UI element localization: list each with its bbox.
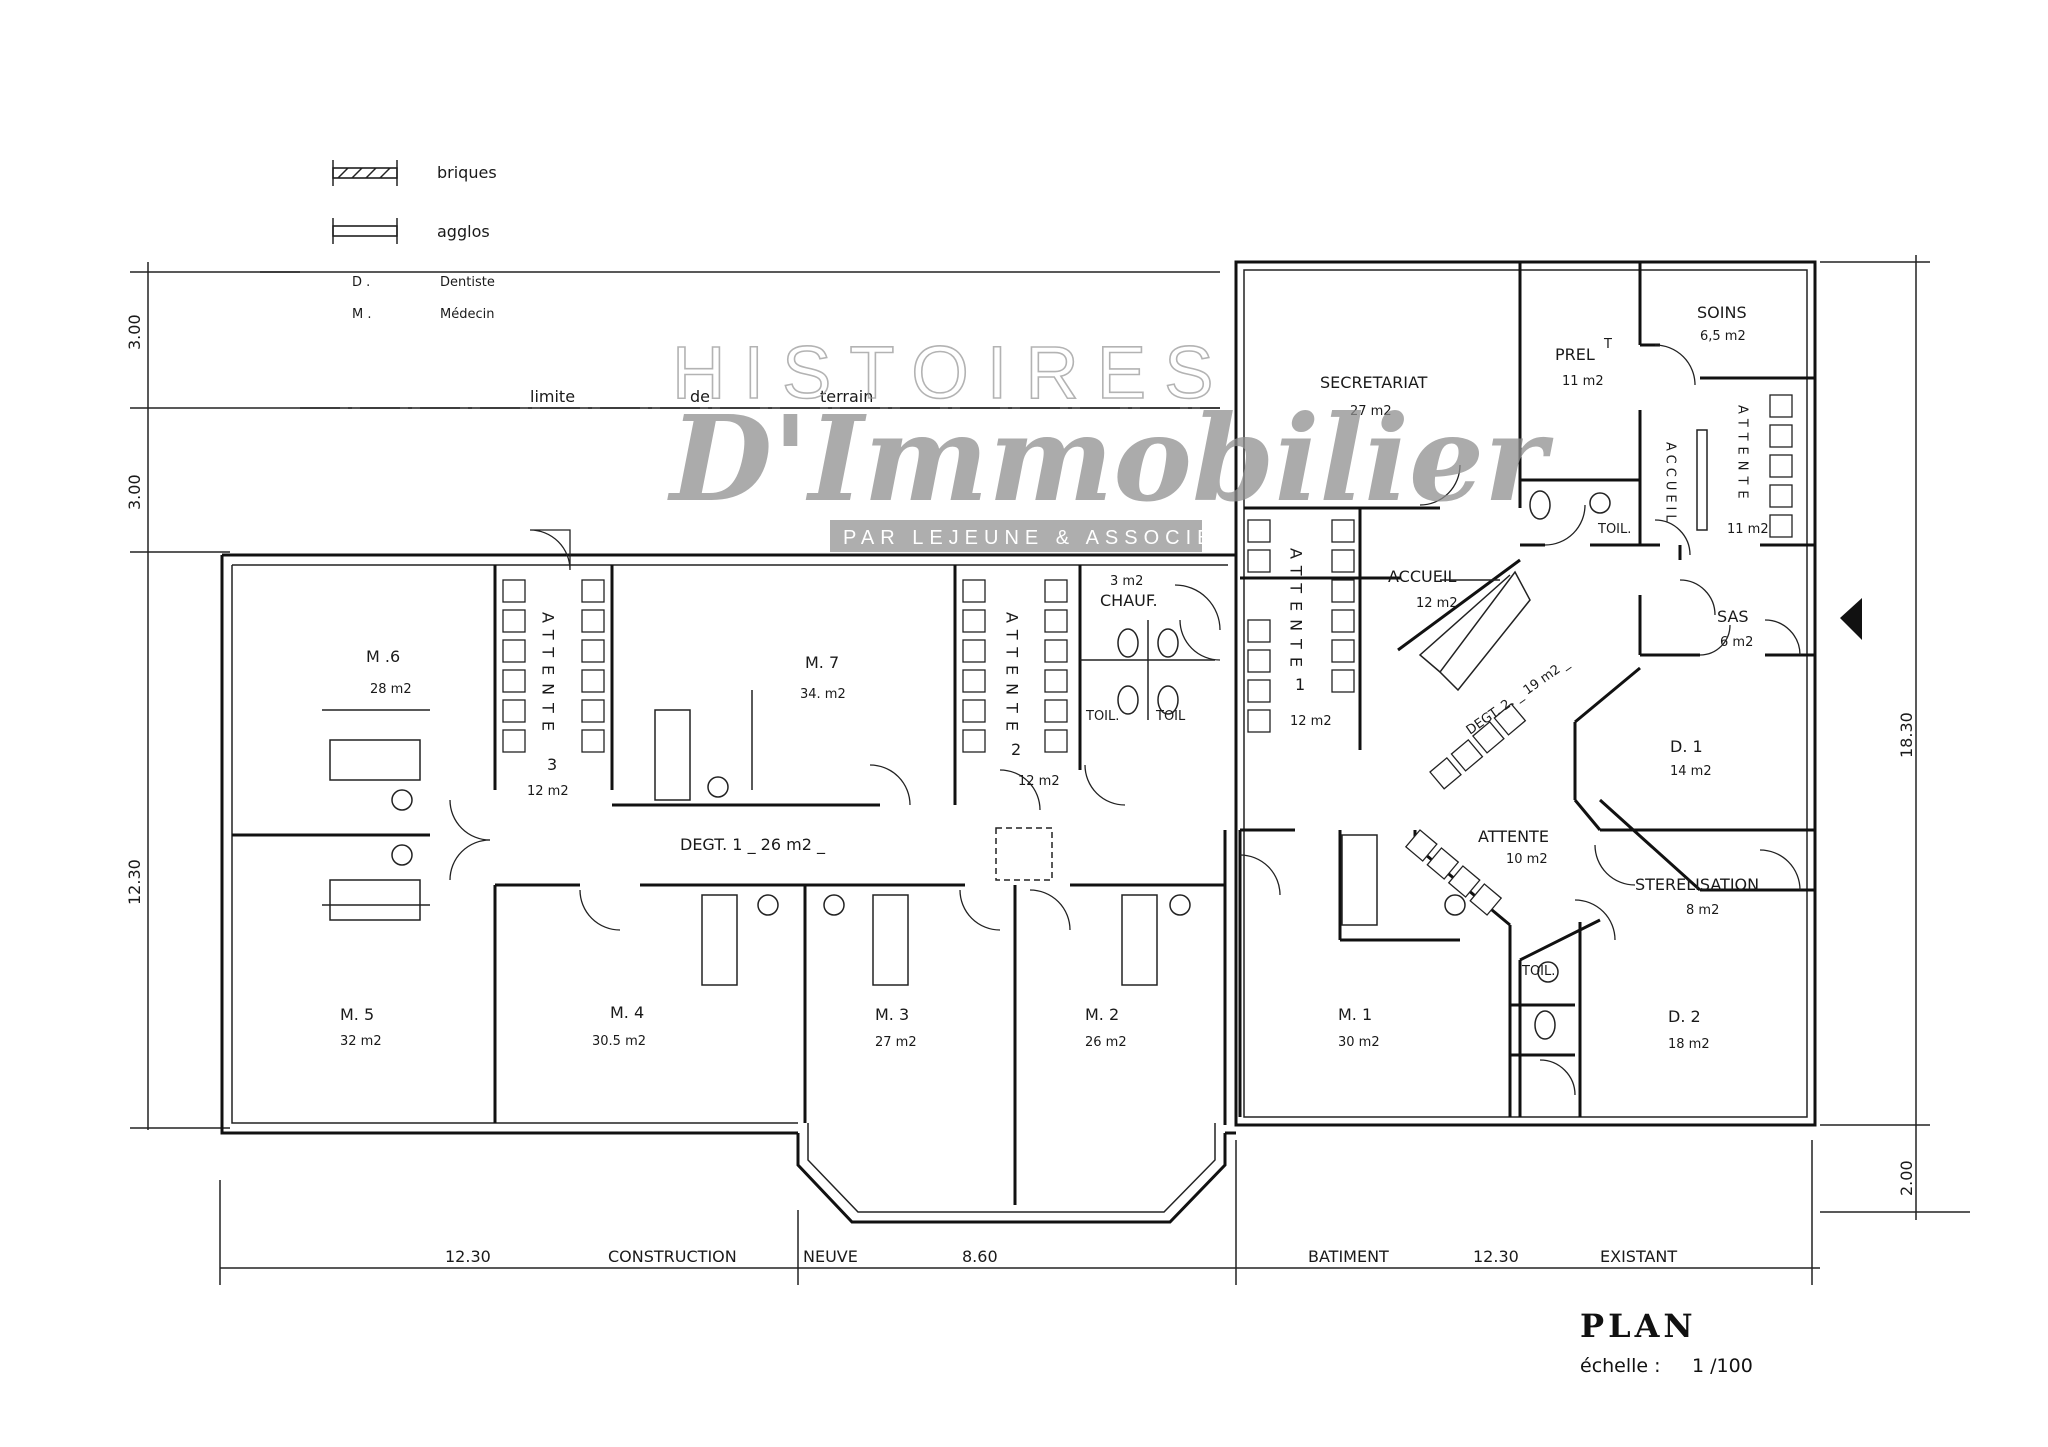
room-m2-name: M. 2 <box>1085 1005 1119 1024</box>
legend: briques agglos D . Dentiste M . Médecin <box>332 160 497 322</box>
room-m4-area: 30.5 m2 <box>592 1034 646 1049</box>
room-attente-right-vertical: ATTENTE <box>1735 405 1750 505</box>
room-soins-area: 6,5 m2 <box>1700 329 1746 344</box>
dim-bottom-mid: 8.60 <box>962 1247 998 1266</box>
room-sterelisation-name: STERELISATION <box>1635 875 1759 894</box>
room-toil-3: TOIL. <box>1597 522 1631 537</box>
room-m4-name: M. 4 <box>610 1003 644 1022</box>
dim-batiment: BATIMENT <box>1308 1247 1389 1266</box>
building-walls <box>220 260 1817 1224</box>
room-attente2-vertical: ATTENTE <box>1003 612 1022 739</box>
legend-agglo-swatch <box>332 225 398 237</box>
dim-bottom-right: 12.30 <box>1473 1247 1519 1266</box>
room-attente-center-name: ATTENTE <box>1478 827 1549 846</box>
watermark-line3: PAR LEJEUNE & ASSOCIÉE <box>843 526 1236 549</box>
room-m1-area: 30 m2 <box>1338 1035 1380 1050</box>
room-m7-name: M. 7 <box>805 653 839 672</box>
room-attente2-num: 2 <box>1011 740 1021 759</box>
site-de-label: de <box>690 387 710 406</box>
legend-brick-label: briques <box>437 163 497 182</box>
watermark-logo: HISTOIRES D'Immobilier PAR LEJEUNE & ASS… <box>667 330 1554 552</box>
entrance-arrow-icon <box>1840 598 1862 640</box>
room-attente2-area: 12 m2 <box>1018 774 1060 789</box>
room-degt1: DEGT. 1 _ 26 m2 _ <box>680 835 826 855</box>
legend-m-value: Médecin <box>440 307 494 322</box>
room-m7-area: 34. m2 <box>800 687 846 702</box>
site-terrain-label: terrain <box>820 387 873 406</box>
room-m3-area: 27 m2 <box>875 1035 917 1050</box>
dim-left-top: 3.00 <box>125 314 144 350</box>
watermark-line2: D'Immobilier <box>667 389 1554 528</box>
room-d2-name: D. 2 <box>1668 1007 1701 1026</box>
room-chauf-name: CHAUF. <box>1100 591 1158 610</box>
room-attente-center-area: 10 m2 <box>1506 852 1548 867</box>
room-d1-area: 14 m2 <box>1670 764 1712 779</box>
room-sas-name: SAS <box>1717 607 1749 626</box>
room-toil-4: TOIL. <box>1521 964 1555 979</box>
room-attente3-vertical: ATTENTE <box>539 612 558 739</box>
room-accueil-vertical: ACCUEIL <box>1663 442 1678 526</box>
room-secretariat-area: 27 m2 <box>1350 404 1392 419</box>
room-soins-name: SOINS <box>1697 303 1747 322</box>
watermark-line1: HISTOIRES <box>672 331 1232 414</box>
room-attente3-num: 3 <box>547 755 557 774</box>
room-attente-right-area: 11 m2 <box>1727 522 1769 537</box>
dimension-lines <box>130 255 1970 1285</box>
dim-right-main: 18.30 <box>1897 712 1916 758</box>
plan-scale-value: 1 /100 <box>1692 1355 1753 1377</box>
room-m5-area: 32 m2 <box>340 1034 382 1049</box>
dim-left-mid: 3.00 <box>125 474 144 510</box>
room-secretariat-name: SECRETARIAT <box>1320 373 1428 392</box>
dim-construction: CONSTRUCTION <box>608 1247 737 1266</box>
room-m1-name: M. 1 <box>1338 1005 1372 1024</box>
room-sterelisation-area: 8 m2 <box>1686 903 1719 918</box>
room-prelt-sup: T <box>1603 337 1612 352</box>
room-d1-name: D. 1 <box>1670 737 1703 756</box>
room-m3-name: M. 3 <box>875 1005 909 1024</box>
door-swings <box>449 344 1801 1096</box>
room-toil-1: TOIL. <box>1085 709 1119 724</box>
room-sas-area: 6 m2 <box>1720 635 1753 650</box>
room-toil-2: TOIL <box>1155 709 1186 724</box>
room-chauf-area: 3 m2 <box>1110 574 1143 589</box>
room-attente1-num: 1 <box>1295 675 1305 694</box>
room-m5-name: M. 5 <box>340 1005 374 1024</box>
legend-d-key: D . <box>352 275 370 290</box>
room-attente1-area: 12 m2 <box>1290 714 1332 729</box>
room-attente3-area: 12 m2 <box>527 784 569 799</box>
plan-scale-label: échelle : <box>1580 1355 1661 1377</box>
furniture <box>329 394 1793 1040</box>
room-attente1-vertical: ATTENTE <box>1287 548 1306 675</box>
dim-existant: EXISTANT <box>1600 1247 1677 1266</box>
dim-neuve: NEUVE <box>803 1247 858 1266</box>
site-limit-label: limite <box>530 387 575 406</box>
dim-right-bottom: 2.00 <box>1897 1160 1916 1196</box>
dim-bottom-left: 12.30 <box>445 1247 491 1266</box>
room-m6-area: 28 m2 <box>370 682 412 697</box>
legend-d-value: Dentiste <box>440 275 495 290</box>
plan-title: PLAN <box>1580 1307 1697 1345</box>
room-accueil-name: ACCUEIL <box>1388 567 1457 586</box>
room-accueil-area: 12 m2 <box>1416 596 1458 611</box>
room-m2-area: 26 m2 <box>1085 1035 1127 1050</box>
room-prelt-area: 11 m2 <box>1562 374 1604 389</box>
legend-agglo-label: agglos <box>437 222 490 241</box>
legend-m-key: M . <box>352 307 371 322</box>
dim-left-bottom: 12.30 <box>125 859 144 905</box>
title-block: PLAN échelle : 1 /100 <box>1580 1307 1753 1377</box>
room-prelt-name: PREL <box>1555 345 1595 364</box>
room-d2-area: 18 m2 <box>1668 1037 1710 1052</box>
room-m6-name: M .6 <box>366 647 400 666</box>
